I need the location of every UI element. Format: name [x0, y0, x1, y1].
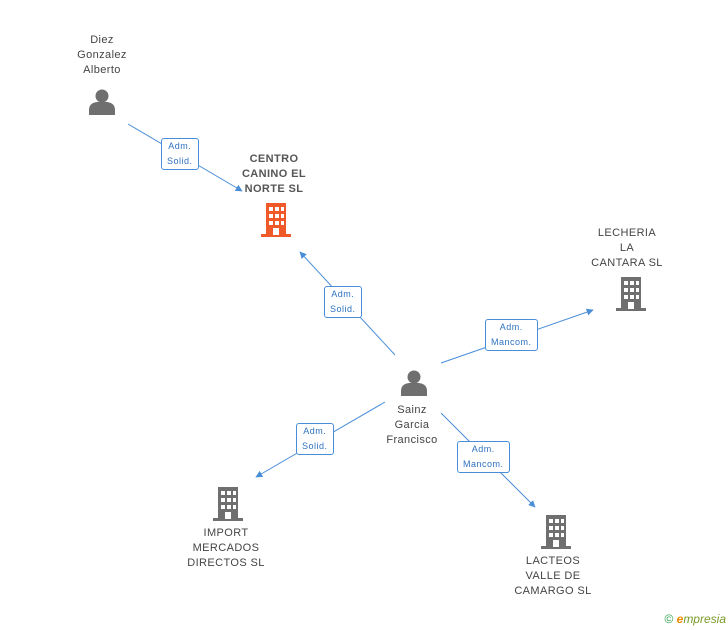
label-line: LECHERIA — [597, 227, 657, 239]
label-line: Alberto — [83, 64, 121, 76]
building-icon[interactable] — [616, 277, 646, 311]
edge-label-line: Adm. — [303, 426, 327, 436]
label-line: CANTARA SL — [591, 257, 663, 269]
person-icon[interactable] — [401, 370, 427, 397]
footer-brand[interactable]: © empresia — [664, 612, 726, 626]
brand-logo-text: mpresia — [683, 612, 726, 626]
edge-label-line: Solid. — [302, 441, 328, 451]
person-label-diez[interactable]: Diez Gonzalez Alberto — [62, 33, 142, 78]
label-line: Gonzalez — [77, 49, 127, 61]
edge-label-line: Adm. — [499, 322, 523, 332]
label-line: CENTRO — [249, 153, 299, 165]
edge-label-line: Mancom. — [491, 337, 532, 347]
edge-label-line: Solid. — [330, 304, 356, 314]
edge-label-line: Adm. — [331, 289, 355, 299]
edge-label-line: Mancom. — [463, 459, 504, 469]
building-icon[interactable] — [261, 203, 291, 237]
label-line: LACTEOS — [525, 555, 581, 567]
edge-label-line: Adm. — [471, 444, 495, 454]
label-line: DIRECTOS SL — [187, 557, 265, 569]
edge-label-diez-centro: Adm. Solid. — [161, 138, 199, 170]
label-line: IMPORT — [203, 527, 249, 539]
label-line: Francisco — [386, 434, 438, 446]
person-label-sainz[interactable]: Sainz Garcia Francisco — [371, 403, 453, 448]
label-line: Diez — [90, 34, 114, 46]
person-icon[interactable] — [89, 89, 115, 116]
label-line: CAMARGO SL — [514, 585, 592, 597]
building-icon[interactable] — [213, 487, 243, 521]
company-label-centro[interactable]: CENTRO CANINO EL NORTE SL — [226, 152, 322, 197]
label-line: VALLE DE — [525, 570, 581, 582]
label-line: LA — [619, 242, 635, 254]
edge-label-sainz-lecheria: Adm. Mancom. — [485, 319, 538, 351]
edge-label-sainz-lacteos: Adm. Mancom. — [457, 441, 510, 473]
label-line: NORTE SL — [244, 183, 304, 195]
edge-label-sainz-import: Adm. Solid. — [296, 423, 334, 455]
edge-label-line: Solid. — [167, 156, 193, 166]
label-line: MERCADOS — [192, 542, 260, 554]
edge-label-line: Adm. — [168, 141, 192, 151]
building-icon[interactable] — [541, 515, 571, 549]
company-label-import[interactable]: IMPORT MERCADOS DIRECTOS SL — [178, 526, 274, 571]
company-label-lacteos[interactable]: LACTEOS VALLE DE CAMARGO SL — [505, 554, 601, 599]
label-line: CANINO EL — [241, 168, 307, 180]
company-label-lecheria[interactable]: LECHERIA LA CANTARA SL — [582, 226, 672, 271]
label-line: Sainz — [397, 404, 427, 416]
copyright-icon: © — [664, 612, 674, 626]
label-line: Garcia — [394, 419, 430, 431]
brand-logo-initial: e — [676, 612, 684, 626]
edge-label-sainz-centro: Adm. Solid. — [324, 286, 362, 318]
